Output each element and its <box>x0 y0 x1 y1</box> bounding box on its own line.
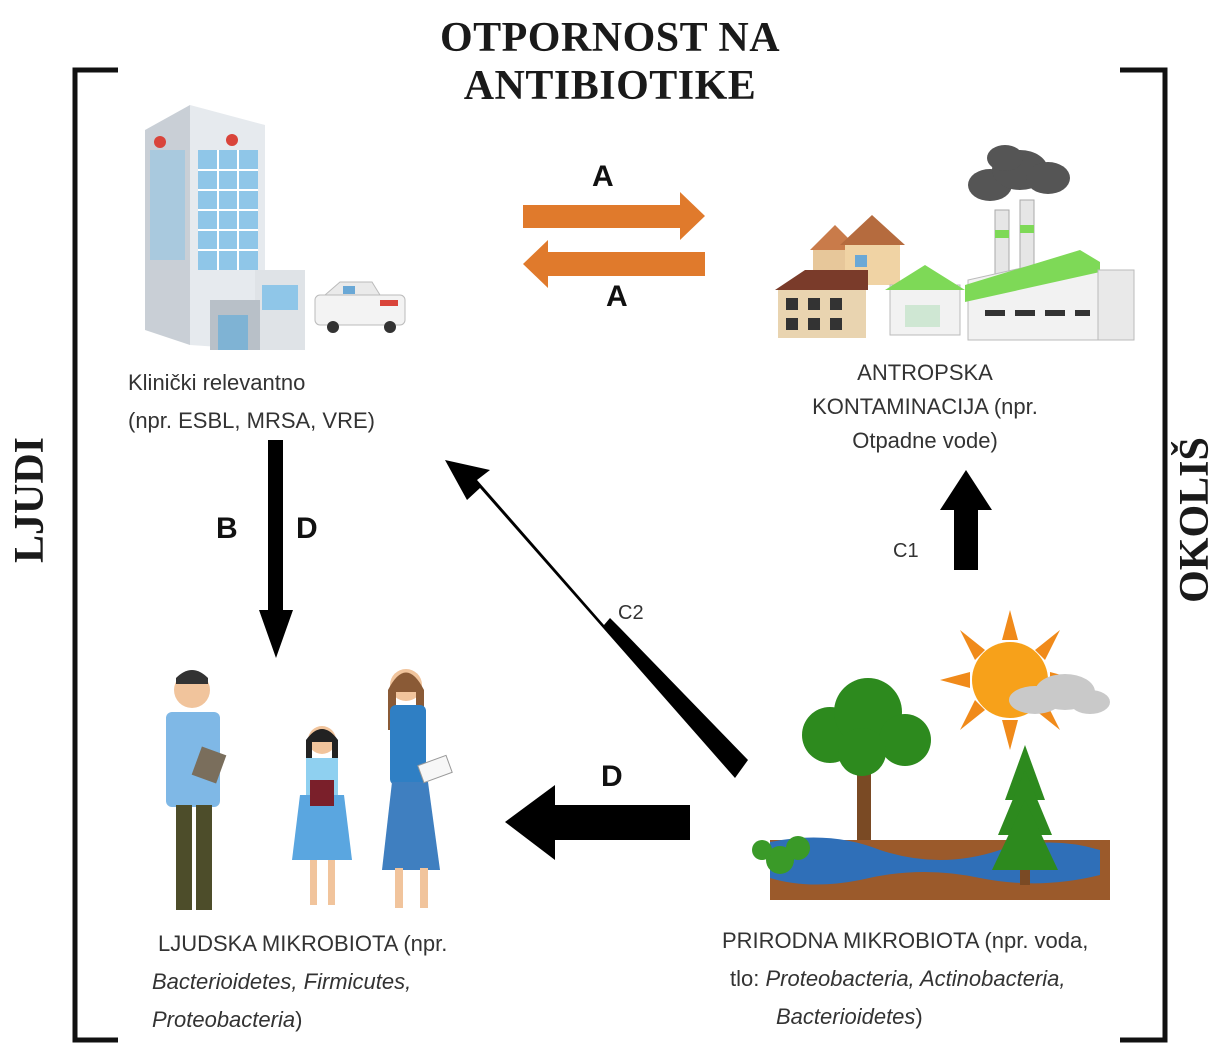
right-bracket <box>1120 67 1168 1043</box>
nature-icon <box>752 610 1110 900</box>
title-line-1: OTPORNOST NA <box>439 15 781 61</box>
natural-line-1: PRIRODNA MIKROBIOTA (npr. voda, <box>722 928 1089 953</box>
human-line-1: LJUDSKA MIKROBIOTA (npr. <box>158 931 448 956</box>
human-line-3-taxa: Proteobacteria <box>152 1007 296 1032</box>
arrow-a-top-label: A <box>592 160 614 193</box>
natural-line-2-prefix: tlo: <box>730 966 766 991</box>
arrow-a-right <box>523 192 705 240</box>
arrow-bd-down <box>259 440 293 658</box>
arrow-c1-label: C1 <box>893 540 919 562</box>
natural-line-2-taxa: Proteobacteria, Actinobacteria, <box>765 966 1066 991</box>
arrow-b-label: B <box>216 512 238 545</box>
natural-line-2: tlo: Proteobacteria, Actinobacteria, <box>722 960 1088 998</box>
hospital-icon <box>145 105 305 350</box>
arrow-a-left <box>523 240 705 288</box>
left-bracket <box>72 67 118 1043</box>
clinical-line-2: (npr. ESBL, MRSA, VRE) <box>128 408 375 433</box>
natural-line-3-taxa: Bacterioidetes <box>776 1004 916 1029</box>
clinical-line-1: Klinički relevantno <box>128 370 306 395</box>
natural-node-text: PRIRODNA MIKROBIOTA (npr. voda, tlo: Pro… <box>722 922 1088 1036</box>
natural-line-3-suffix: ) <box>915 1004 923 1029</box>
human-line-2: Bacterioidetes, Firmicutes, <box>152 969 412 994</box>
arrow-d-left <box>505 785 690 860</box>
human-line-3: Proteobacteria) <box>152 1001 447 1039</box>
anthropogenic-node-text: ANTROPSKA KONTAMINACIJA (npr. Otpadne vo… <box>790 356 1060 458</box>
arrow-c2-diagonal <box>445 460 748 778</box>
arrow-d-horizontal-label: D <box>601 760 623 793</box>
human-line-3-suffix: ) <box>295 1007 303 1032</box>
title-line-2: ANTIBIOTIKE <box>463 63 757 109</box>
people-icon <box>166 669 453 910</box>
arrow-c2-label: C2 <box>618 602 644 624</box>
arrow-c1-up <box>940 470 992 570</box>
anthropogenic-line-2: KONTAMINACIJA (npr. <box>812 394 1038 419</box>
arrow-a-bottom-label: A <box>606 280 628 313</box>
city-factory-icon <box>775 145 1135 341</box>
anthropogenic-line-1: ANTROPSKA <box>857 360 993 385</box>
arrow-d-vertical-label: D <box>296 512 318 545</box>
clinical-node-text: Klinički relevantno (npr. ESBL, MRSA, VR… <box>128 364 375 440</box>
natural-line-3: Bacterioidetes) <box>722 998 1088 1036</box>
ambulance-icon <box>314 281 406 333</box>
human-node-text: LJUDSKA MIKROBIOTA (npr. Bacterioidetes,… <box>152 925 447 1039</box>
diagram-title: OTPORNOST NA ANTIBIOTIKE <box>330 14 890 110</box>
anthropogenic-line-3: Otpadne vode) <box>852 428 998 453</box>
